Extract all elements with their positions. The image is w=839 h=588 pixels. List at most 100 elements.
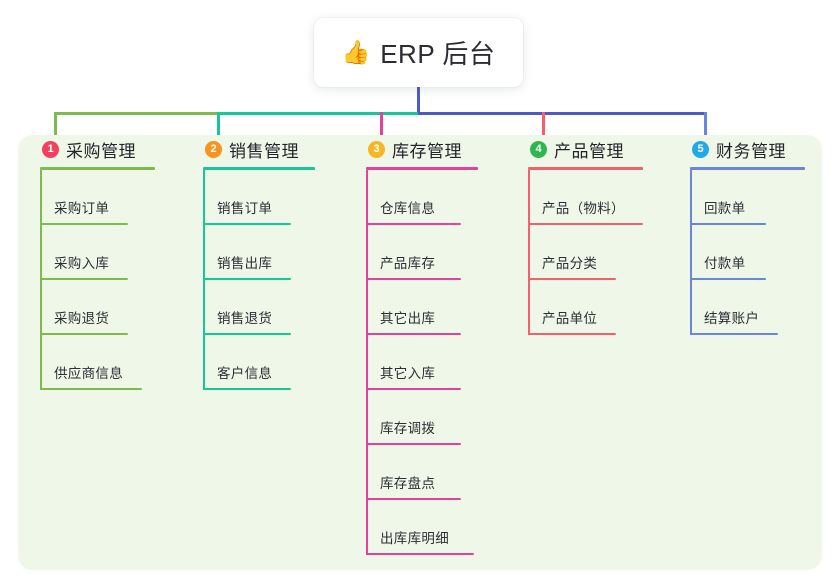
branch-item-label: 产品库存: [380, 256, 436, 271]
branch-item-label: 结算账户: [704, 311, 760, 326]
branch-trunk-line: [366, 170, 368, 555]
branch-underline: [366, 167, 478, 170]
branch-item-label: 回款单: [704, 201, 746, 216]
branch-item-label: 库存盘点: [380, 476, 436, 491]
branches-panel: 1 采购管理采购订单采购入库采购退货供应商信息 2 销售管理销售订单销售出库销售退货客…: [18, 135, 822, 570]
branch-item-label: 出库库明细: [380, 531, 449, 546]
branch-item-underline: [690, 278, 766, 280]
branch-item[interactable]: 库存调拨: [366, 390, 478, 445]
branch-item-underline: [203, 278, 291, 280]
branch-item-underline: [366, 553, 474, 555]
branch-item-label: 采购退货: [54, 311, 110, 326]
branch-item[interactable]: 供应商信息: [40, 335, 155, 390]
branch-item-underline: [366, 278, 461, 280]
branch-item[interactable]: 其它出库: [366, 280, 478, 335]
branch-item-label: 其它入库: [380, 366, 436, 381]
branch-column[interactable]: 3 库存管理仓库信息产品库存其它出库其它入库库存调拨库存盘点出库库明细: [366, 135, 478, 555]
branch-item[interactable]: 出库库明细: [366, 500, 478, 555]
branch-item-label: 仓库信息: [380, 201, 436, 216]
branch-title: 销售管理: [229, 141, 299, 161]
branch-item-list: 产品（物料）产品分类产品单位: [528, 170, 643, 335]
branch-item-underline: [366, 443, 461, 445]
branch-item-underline: [366, 333, 461, 335]
branch-column[interactable]: 2 销售管理销售订单销售出库销售退货客户信息: [203, 135, 315, 390]
branch-item[interactable]: 回款单: [690, 170, 805, 225]
branch-underline: [40, 167, 155, 170]
branch-trunk-line: [40, 170, 42, 390]
branch-item[interactable]: 采购订单: [40, 170, 155, 225]
branch-item-label: 库存调拨: [380, 421, 436, 436]
branch-item-underline: [40, 333, 128, 335]
branch-trunk-line: [528, 170, 530, 335]
branch-header[interactable]: 4 产品管理: [528, 135, 643, 163]
root-node-card[interactable]: 👍 ERP 后台: [314, 18, 523, 87]
branch-item[interactable]: 结算账户: [690, 280, 805, 335]
root-node-content: 👍 ERP 后台: [342, 34, 496, 71]
branch-item[interactable]: 产品库存: [366, 225, 478, 280]
bus-segment-mid: [217, 112, 418, 115]
branch-underline: [690, 167, 805, 170]
branch-item-label: 采购入库: [54, 256, 110, 271]
branch-item-label: 其它出库: [380, 311, 436, 326]
branch-item[interactable]: 其它入库: [366, 335, 478, 390]
branch-index-badge: 3: [368, 140, 385, 158]
branch-item-underline: [40, 278, 128, 280]
branch-item-underline: [690, 333, 778, 335]
branch-item-underline: [366, 223, 461, 225]
branch-underline: [203, 167, 315, 170]
branch-header[interactable]: 2 销售管理: [203, 135, 315, 163]
branch-title: 采购管理: [66, 141, 136, 161]
root-node-title: ERP 后台: [380, 39, 496, 69]
branch-item-label: 采购订单: [54, 201, 110, 216]
branch-trunk-line: [690, 170, 692, 335]
branch-index-badge: 1: [42, 140, 59, 158]
branch-item[interactable]: 仓库信息: [366, 170, 478, 225]
root-stem-line: [417, 87, 420, 115]
branch-item-label: 销售出库: [217, 256, 273, 271]
branch-item[interactable]: 销售退货: [203, 280, 315, 335]
branch-item[interactable]: 库存盘点: [366, 445, 478, 500]
branch-item[interactable]: 产品单位: [528, 280, 643, 335]
branch-title: 产品管理: [554, 141, 624, 161]
branch-item-list: 仓库信息产品库存其它出库其它入库库存调拨库存盘点出库库明细: [366, 170, 478, 555]
branch-index-badge: 2: [205, 140, 222, 158]
branch-item-underline: [40, 223, 128, 225]
branch-header[interactable]: 3 库存管理: [366, 135, 478, 163]
branch-item-underline: [690, 223, 766, 225]
branch-item[interactable]: 采购退货: [40, 280, 155, 335]
branch-index-badge: 4: [530, 140, 547, 158]
branch-item[interactable]: 采购入库: [40, 225, 155, 280]
branch-item-underline: [366, 498, 461, 500]
branch-column[interactable]: 1 采购管理采购订单采购入库采购退货供应商信息: [40, 135, 155, 390]
branch-item-list: 采购订单采购入库采购退货供应商信息: [40, 170, 155, 390]
branch-item-underline: [40, 388, 142, 390]
branch-header[interactable]: 1 采购管理: [40, 135, 155, 163]
branch-item-underline: [528, 223, 643, 225]
thumbs-up-icon: 👍: [341, 39, 371, 65]
branch-trunk-line: [203, 170, 205, 390]
branch-item-underline: [528, 333, 616, 335]
branch-item-list: 销售订单销售出库销售退货客户信息: [203, 170, 315, 390]
bus-segment-right: [418, 112, 707, 115]
branch-column[interactable]: 4 产品管理产品（物料）产品分类产品单位: [528, 135, 643, 335]
branch-item[interactable]: 付款单: [690, 225, 805, 280]
branch-item-underline: [203, 388, 291, 390]
branch-item[interactable]: 产品分类: [528, 225, 643, 280]
branch-item-underline: [203, 223, 291, 225]
branch-item[interactable]: 客户信息: [203, 335, 315, 390]
branch-title: 库存管理: [392, 141, 462, 161]
branch-item[interactable]: 销售出库: [203, 225, 315, 280]
branch-item-list: 回款单付款单结算账户: [690, 170, 805, 335]
branch-item-label: 产品单位: [542, 311, 598, 326]
bus-segment-left: [54, 112, 217, 115]
branch-item[interactable]: 销售订单: [203, 170, 315, 225]
branch-item-label: 销售退货: [217, 311, 273, 326]
branch-item-underline: [203, 333, 291, 335]
branch-title: 财务管理: [716, 141, 786, 161]
branch-underline: [528, 167, 643, 170]
branch-item[interactable]: 产品（物料）: [528, 170, 643, 225]
branch-item-label: 付款单: [704, 256, 746, 271]
